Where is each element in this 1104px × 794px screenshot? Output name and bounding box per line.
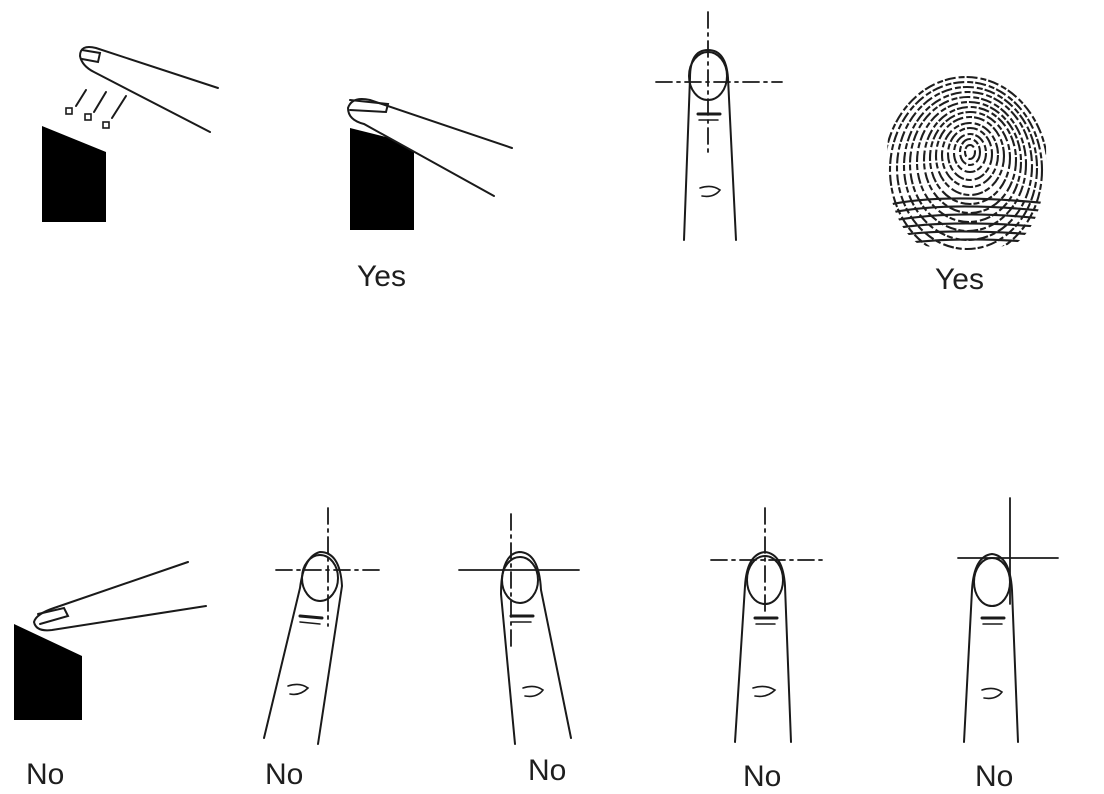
no-label: No	[528, 756, 566, 786]
arrow-1	[76, 90, 86, 106]
fingernail	[38, 608, 68, 624]
arrow-3	[112, 96, 126, 118]
fingernail	[502, 557, 538, 603]
knuckle-crease	[982, 688, 1002, 698]
knuckle-crease	[700, 186, 720, 196]
knuckle-crease	[288, 684, 308, 694]
finger-outline	[80, 47, 218, 132]
yes-label: Yes	[935, 265, 984, 295]
yes-label: Yes	[357, 262, 406, 292]
sensor-block	[42, 126, 106, 222]
finger-outline	[684, 50, 736, 240]
knuckle-line	[300, 616, 322, 618]
knuckle-crease	[753, 686, 775, 696]
no-label: No	[26, 760, 64, 790]
fingernail	[302, 555, 338, 601]
fingernail	[974, 558, 1010, 606]
finger-offset-up-left-figure	[950, 496, 1070, 746]
no-label: No	[743, 762, 781, 792]
fingernail	[82, 50, 100, 62]
finger-offset-right-figure	[260, 506, 400, 748]
fingerprint-image	[878, 66, 1054, 256]
sensor-block	[14, 624, 82, 720]
knuckle-crease	[523, 686, 543, 696]
no-label: No	[265, 760, 303, 790]
finger-offset-left-figure	[455, 512, 585, 748]
no-label: No	[975, 762, 1013, 792]
finger-on-sensor-figure	[330, 90, 530, 240]
finger-outline	[34, 562, 206, 630]
finger-too-low-figure	[705, 506, 835, 746]
arrow-2	[94, 92, 106, 112]
finger-approaching-sensor-figure	[30, 40, 230, 230]
finger-centered-crosshair-figure	[650, 8, 790, 244]
finger-flat-on-sensor-figure	[8, 552, 214, 728]
